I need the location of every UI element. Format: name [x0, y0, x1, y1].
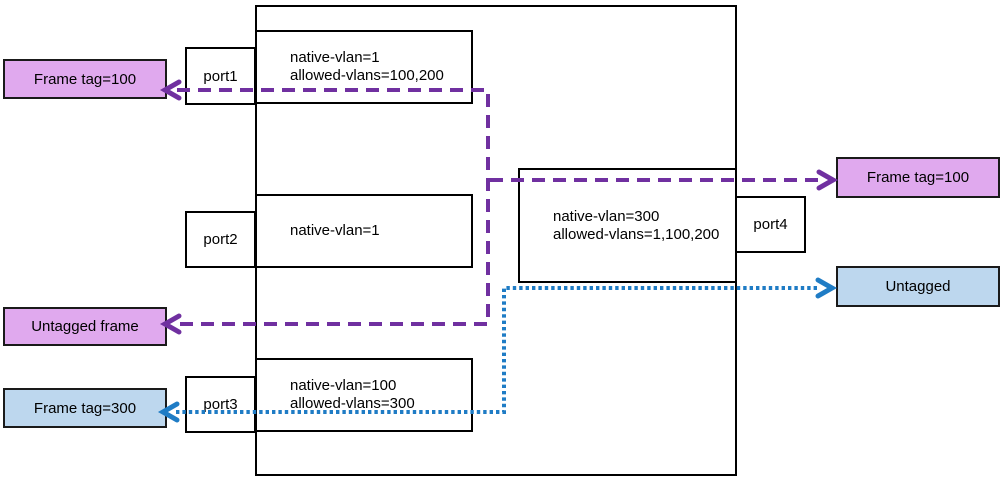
arrowhead-out-port4-untagged [815, 277, 838, 299]
untagged-right-label: Untagged [885, 278, 951, 295]
frame-tag-300-label: Frame tag=300 [33, 399, 137, 417]
frame-tag-100-right-box: Frame tag=100 [836, 157, 1000, 198]
port2-label: port2 [203, 231, 238, 248]
frame-tag-300-box: Frame tag=300 [3, 388, 167, 428]
port1-label: port1 [203, 67, 238, 85]
arrowhead-out-port4-tagged [816, 169, 839, 191]
port4-box: port4 [735, 196, 806, 253]
port4-config-box: native-vlan=300 allowed-vlans=1,100,200 [518, 168, 737, 283]
port2-native-vlan: native-vlan=1 [290, 222, 380, 239]
port3-native-vlan: native-vlan=100 [290, 377, 397, 394]
port1-box: port1 [185, 47, 256, 105]
port3-box: port3 [185, 376, 256, 433]
arrowhead-out-port2 [159, 313, 182, 335]
arrowhead-out-port1 [159, 79, 182, 101]
frame-tag-100-left-box: Frame tag=100 [3, 59, 167, 99]
untagged-right-box: Untagged [836, 266, 1000, 307]
untagged-frame-label: Untagged frame [31, 318, 139, 335]
port1-config-box: native-vlan=1 allowed-vlans=100,200 [255, 30, 473, 104]
frame-tag-100-left-label: Frame tag=100 [33, 70, 137, 88]
port3-label: port3 [203, 396, 238, 413]
port3-allowed-vlans: allowed-vlans=300 [290, 395, 415, 412]
port1-allowed-vlans: allowed-vlans=100,200 [290, 67, 444, 84]
port2-config-box: native-vlan=1 [255, 194, 473, 268]
untagged-frame-box: Untagged frame [3, 307, 167, 346]
port4-allowed-vlans: allowed-vlans=1,100,200 [553, 225, 720, 243]
port4-native-vlan: native-vlan=300 [553, 207, 660, 225]
port2-box: port2 [185, 211, 256, 268]
port4-label: port4 [753, 216, 788, 233]
port1-native-vlan: native-vlan=1 [290, 49, 380, 66]
frame-tag-100-right-label: Frame tag=100 [866, 169, 970, 186]
port3-config-box: native-vlan=100 allowed-vlans=300 [255, 358, 473, 432]
